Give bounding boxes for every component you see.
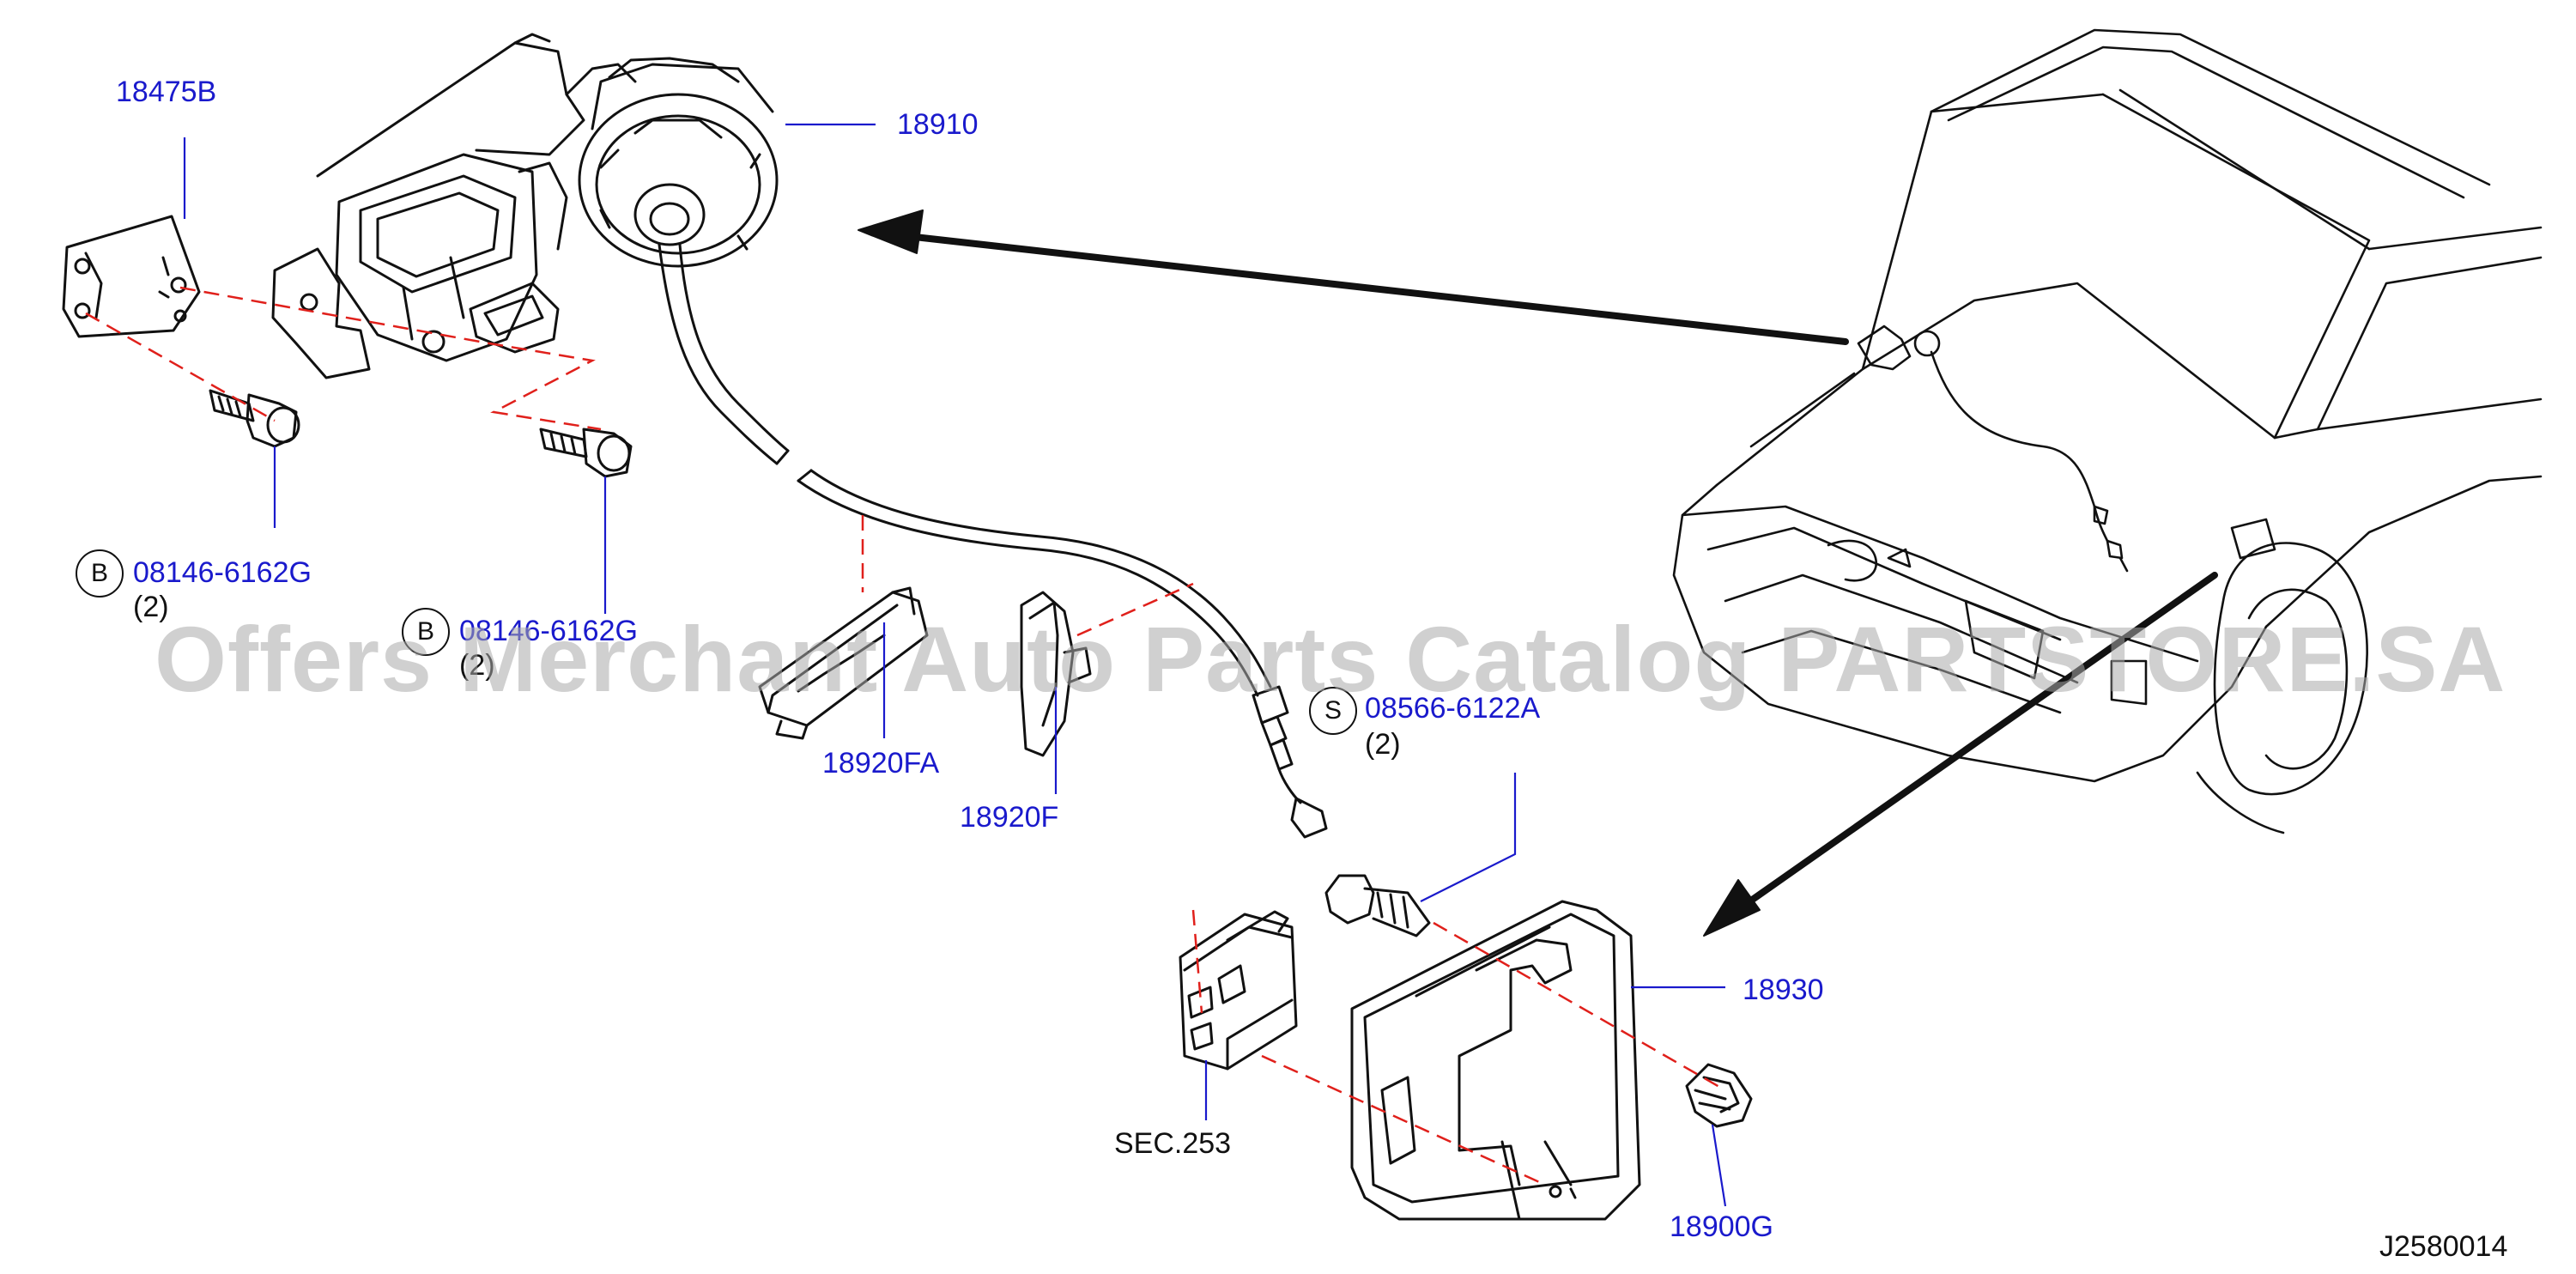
arrows	[858, 209, 2218, 937]
clip-18920f	[1020, 591, 1092, 757]
vehicle-illustration	[1672, 28, 2543, 834]
label-bolt-08146-6162g-1[interactable]: 08146-6162G	[133, 556, 312, 589]
leader-lines	[183, 123, 1727, 1207]
label-18920f[interactable]: 18920F	[960, 801, 1059, 834]
label-bolt-2-qty: (2)	[459, 649, 495, 682]
label-screw-08566-6122a[interactable]: 08566-6122A	[1365, 692, 1541, 725]
bolt-1	[209, 389, 300, 448]
label-18930[interactable]: 18930	[1743, 974, 1824, 1006]
diagram-code: J2580014	[2379, 1230, 2508, 1263]
label-bolt-08146-6162g-2[interactable]: 08146-6162G	[459, 615, 638, 647]
assembly-dash-lines	[85, 286, 1726, 1186]
label-18900g[interactable]: 18900G	[1670, 1210, 1773, 1243]
control-unit-18930	[1350, 900, 1641, 1221]
badge-b-1: B	[76, 549, 124, 598]
screw	[1324, 874, 1431, 937]
badge-b-2: B	[402, 608, 450, 656]
bolt-2	[539, 428, 633, 478]
label-18920fa[interactable]: 18920FA	[822, 747, 940, 780]
watermark-text: Offers Merchant Auto Parts Catalog PARTS…	[155, 607, 2506, 711]
actuator-assembly	[271, 33, 779, 379]
label-screw-qty: (2)	[1365, 728, 1401, 761]
bracket-18475b	[62, 215, 201, 338]
control-cable	[658, 243, 1328, 839]
grommet-18900g	[1685, 1063, 1753, 1128]
connector-sec253	[1179, 910, 1298, 1071]
label-sec-253[interactable]: SEC.253	[1114, 1127, 1232, 1160]
clip-18920fa	[758, 586, 929, 740]
label-18910[interactable]: 18910	[897, 108, 979, 141]
label-18475b[interactable]: 18475B	[116, 76, 217, 108]
badge-s: S	[1309, 687, 1357, 735]
label-bolt-1-qty: (2)	[133, 591, 169, 623]
